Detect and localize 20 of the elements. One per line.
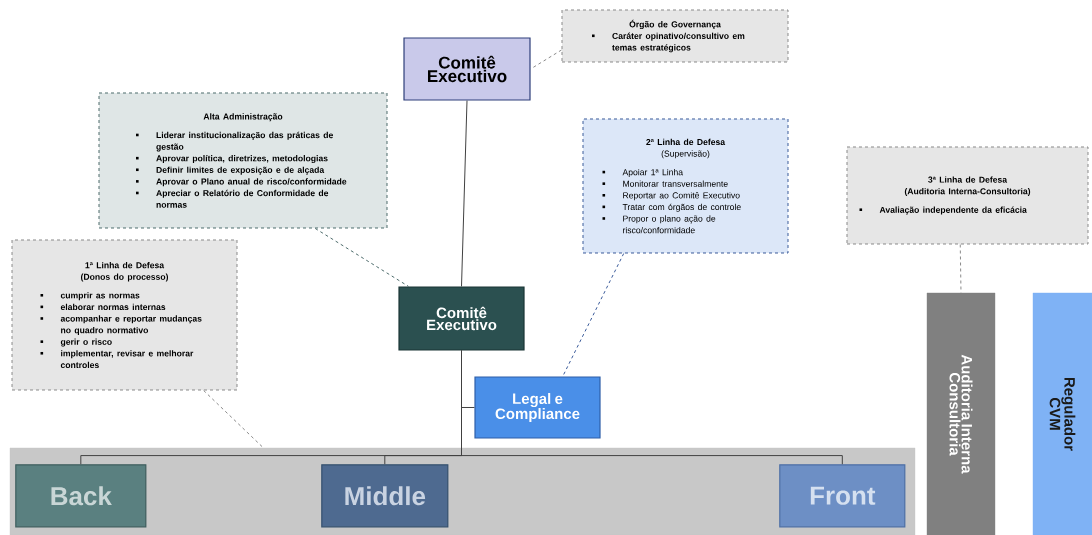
note-box: 1ª Linha de Defesa (Donos do processo) cumprir as normas elaborar normas internas acompanhar e reportar mudanças no quadro normativo gerir o risco implementar, revisar e melhorar controles: [11, 239, 238, 391]
leader-line: [314, 228, 409, 287]
area-box: Back: [15, 464, 147, 528]
leader-line: [530, 49, 562, 70]
note-box: 2ª Linha de Defesa (Supervisão) Apoiar 1ª Linha Monitorar transversalmente Reportar ao Comitê Executivo Tratar com órgãos de controle Propor o plano ação de risco/conformidade: [582, 118, 789, 254]
note-box: Alta Administração Liderar institucionalização das práticas de gestão Aprovar política, diretrizes, metodologias Definir limites de exposição e de alçada Aprovar o Plano anual de risco/conformidade Apreciar o Relatório de Conformidade de normas: [98, 92, 388, 229]
area-box: Front: [779, 464, 906, 528]
area-box: Middle: [321, 464, 449, 528]
regulator-bar: Regulador CVM: [1032, 292, 1092, 535]
leader-line: [959, 244, 962, 294]
connector-line: [461, 100, 468, 287]
leader-line: [562, 253, 625, 377]
note-box: 3ª Linha de Defesa (Auditoria Interna-Consultoria) Avaliação independente da eficácia: [846, 146, 1089, 245]
department-box: Legal e Compliance: [474, 376, 601, 439]
leader-line: [203, 390, 264, 449]
audit-bar: Auditoria Interna Consultoria: [926, 292, 996, 535]
connector-line: [461, 350, 843, 465]
committee-box: Comitê Executivo: [403, 37, 531, 101]
committee-box: Comitê Executivo: [398, 286, 525, 351]
note-box: Órgão de Governança Caráter opinativo/consultivo em temas estratégicos: [561, 9, 789, 63]
